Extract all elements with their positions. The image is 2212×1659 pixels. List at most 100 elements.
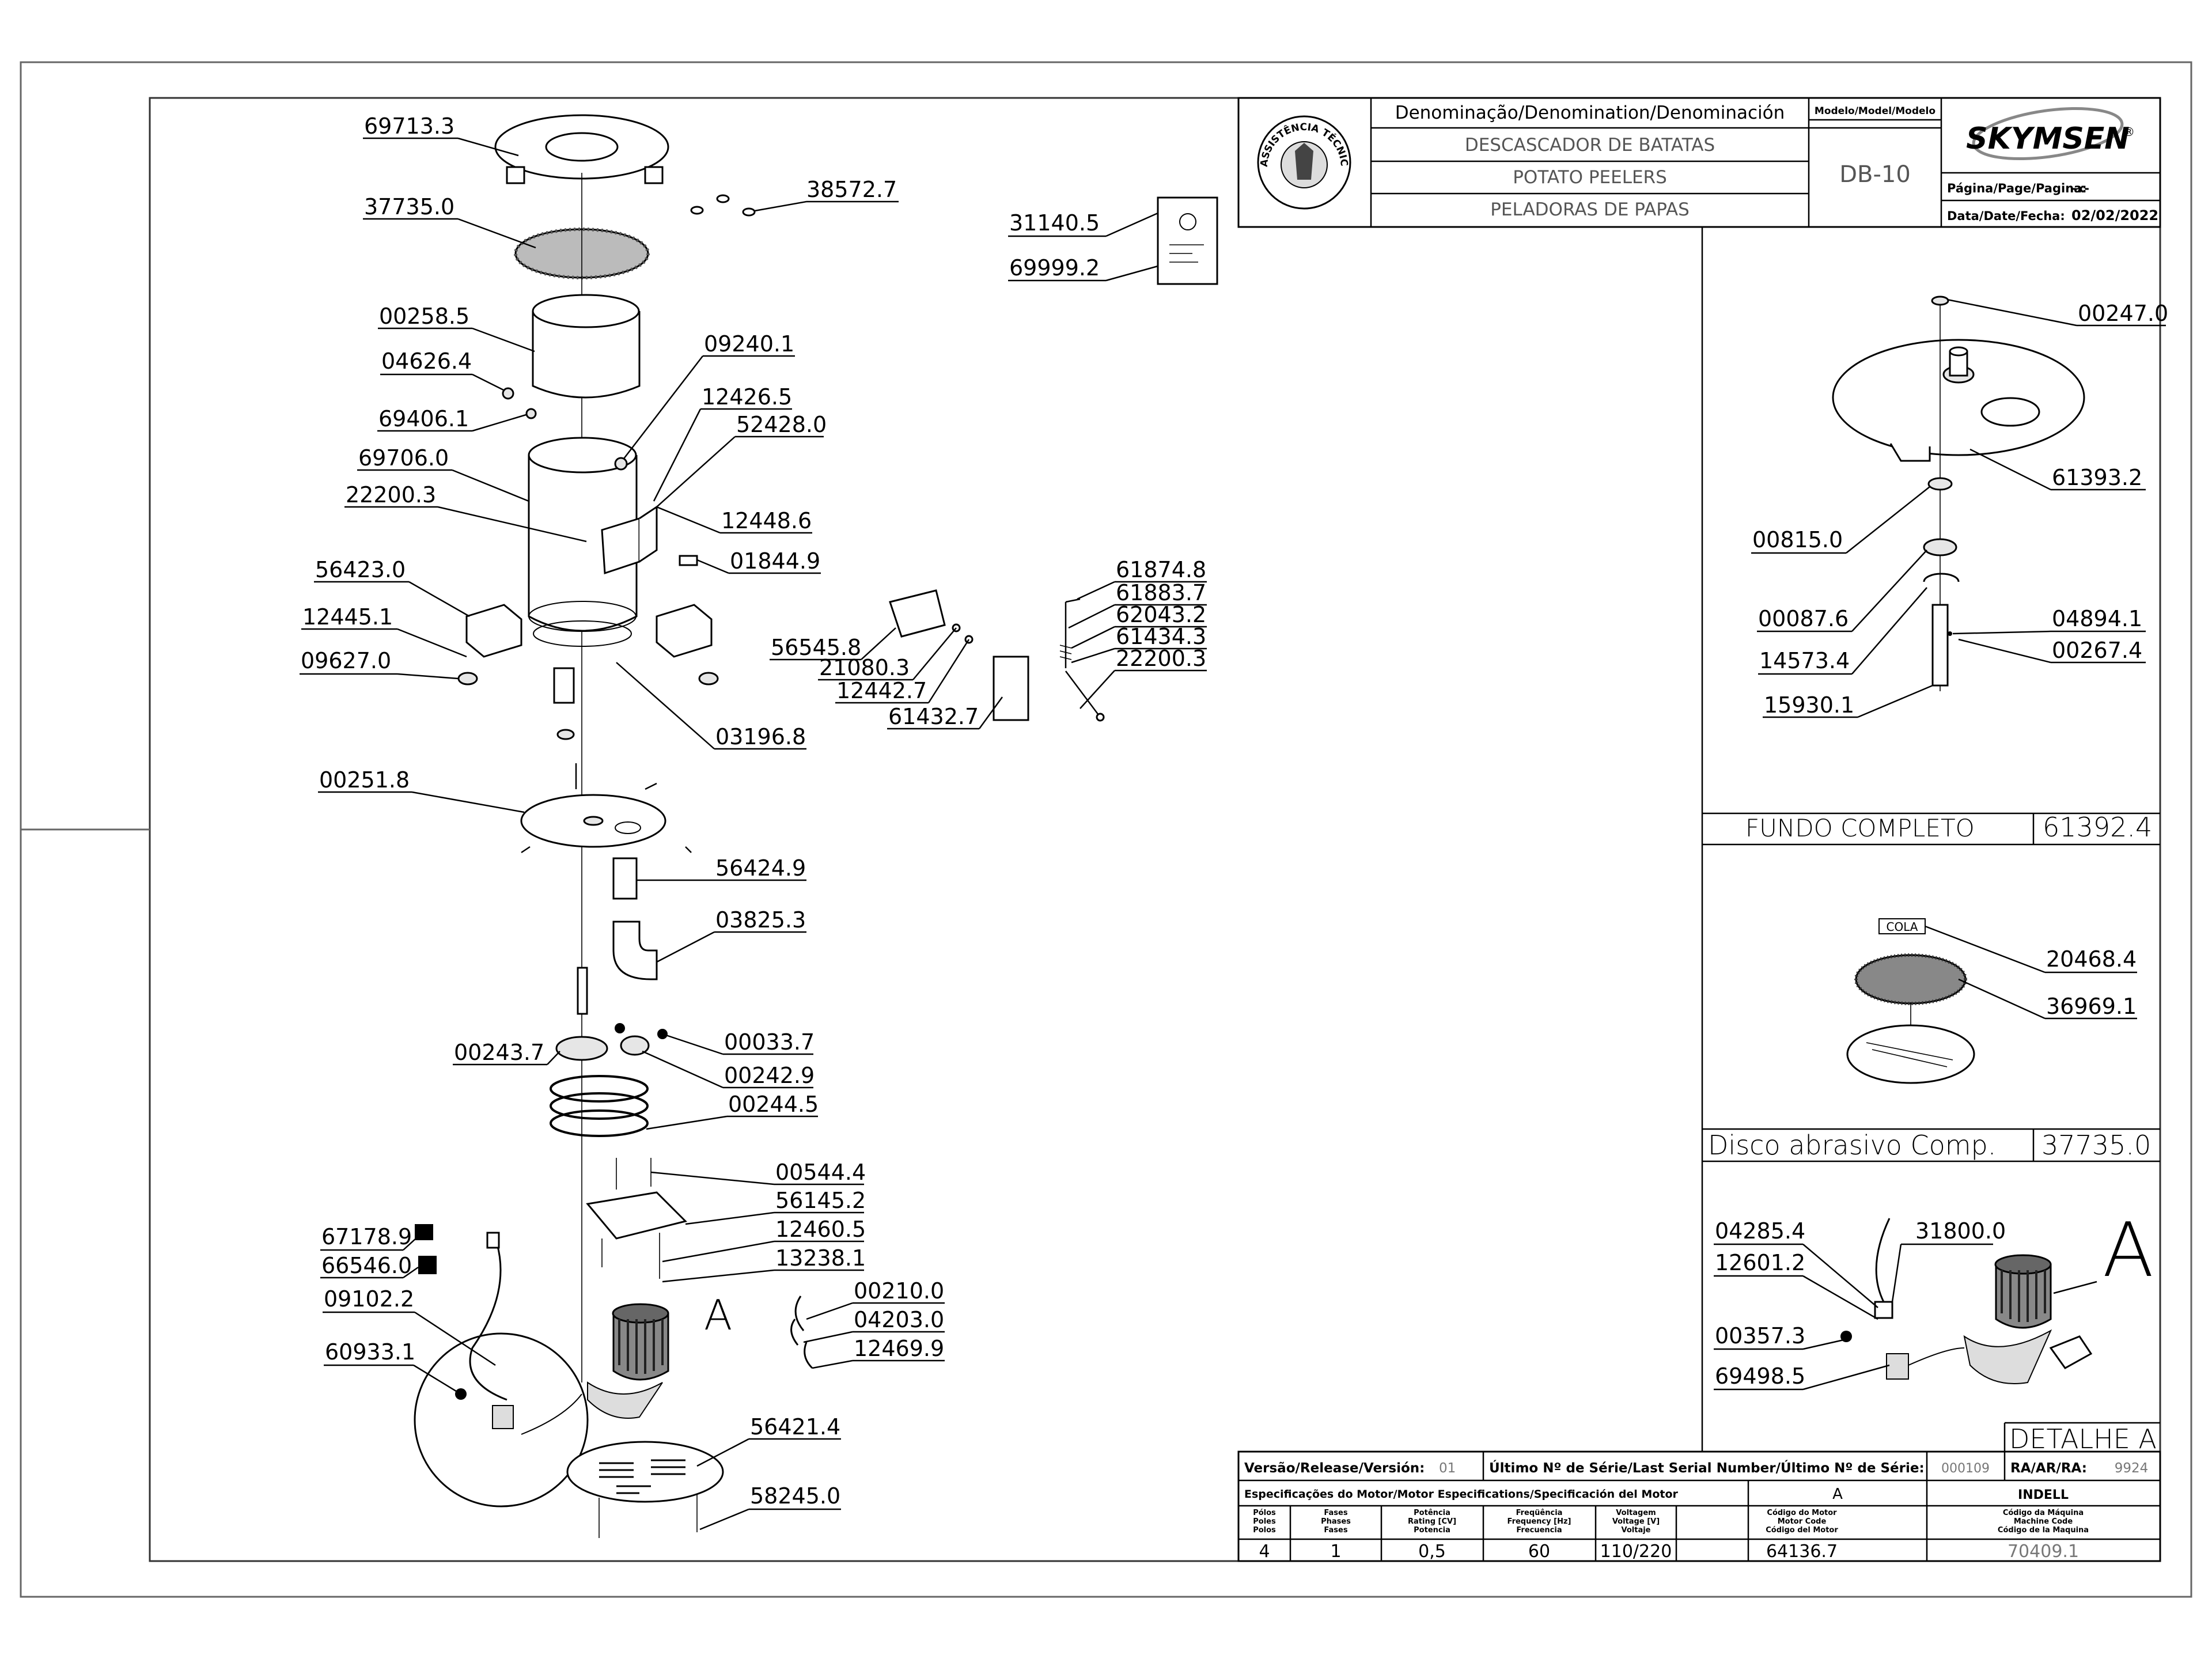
col-poles-3: Polos bbox=[1253, 1526, 1276, 1535]
part-label: 00243.7 bbox=[454, 1040, 544, 1065]
name-pt: DESCASCADOR DE BATATAS bbox=[1465, 135, 1715, 156]
part-label: 21080.3 bbox=[819, 655, 910, 680]
col-freq-3: Frecuencia bbox=[1516, 1526, 1562, 1535]
col-freq-2: Frequency [Hz] bbox=[1508, 1517, 1571, 1526]
part-label: 69999.2 bbox=[1009, 255, 1100, 281]
detail-a-letter: A bbox=[2103, 1206, 2154, 1294]
model-value: DB-10 bbox=[1839, 161, 1911, 188]
part-label: 67178.9 bbox=[321, 1224, 412, 1249]
page-value: -x- bbox=[2071, 181, 2089, 195]
part-label: 09627.0 bbox=[301, 648, 391, 673]
col-machine-code-1: Código da Máquina bbox=[2003, 1509, 2084, 1517]
part-label: 56545.8 bbox=[771, 635, 861, 660]
part-label: 00087.6 bbox=[1758, 606, 1849, 631]
part-label: 52428.0 bbox=[736, 412, 827, 437]
part-label: 31140.5 bbox=[1009, 210, 1100, 236]
col-motor-code-3: Código del Motor bbox=[1766, 1526, 1838, 1535]
caption-disc: Disco abrasivo Comp. bbox=[1708, 1130, 1996, 1161]
part-label: 36969.1 bbox=[2046, 994, 2137, 1019]
part-label: 14573.4 bbox=[1759, 648, 1850, 673]
part-label: 61432.7 bbox=[888, 704, 979, 729]
part-label: 12601.2 bbox=[1715, 1250, 1805, 1275]
part-label: 12445.1 bbox=[302, 604, 393, 630]
part-label: 12442.7 bbox=[836, 678, 927, 703]
serial-value: 000109 bbox=[1941, 1461, 1990, 1476]
version-label: Versão/Release/Versión: bbox=[1244, 1461, 1425, 1476]
part-label: 00247.0 bbox=[2078, 301, 2168, 326]
part-label: 00815.0 bbox=[1752, 527, 1843, 552]
part-label: 15930.1 bbox=[1764, 692, 1854, 718]
motor-ref-letter: A bbox=[704, 1291, 732, 1339]
part-label: 61393.2 bbox=[2052, 465, 2142, 490]
exploded-drawing: A bbox=[414, 114, 1218, 1538]
col-power-3: Potencia bbox=[1414, 1526, 1450, 1535]
part-label: 12448.6 bbox=[721, 508, 812, 533]
detail-bottom-assembly: 00247.0 61393.2 00815.0 00087.6 04894.1 … bbox=[1745, 296, 2168, 843]
date-value: 02/02/2022 bbox=[2071, 207, 2158, 224]
part-label: 22200.3 bbox=[1116, 646, 1206, 671]
page-label: Página/Page/Pagina: bbox=[1947, 181, 2087, 195]
col-phases-1: Fases bbox=[1324, 1509, 1347, 1517]
model-header: Modelo/Model/Modelo bbox=[1815, 105, 1936, 117]
motor bbox=[587, 1303, 669, 1419]
part-label: 04203.0 bbox=[854, 1307, 944, 1332]
col-power-1: Potência bbox=[1414, 1509, 1450, 1517]
caption-bottom-code: 61392.4 bbox=[2043, 812, 2152, 843]
part-label: 04626.4 bbox=[381, 349, 472, 374]
part-label: 69498.5 bbox=[1715, 1363, 1805, 1389]
part-label: 62043.2 bbox=[1116, 602, 1206, 627]
version-value: 01 bbox=[1439, 1461, 1456, 1476]
part-label: 60933.1 bbox=[325, 1339, 415, 1365]
voltage-value: 110/220 bbox=[1600, 1541, 1672, 1562]
svg-text:ASSISTÊNCIA TÉCNICA AUTORIZADA: ASSISTÊNCIA TÉCNICA AUTORIZADA bbox=[0, 0, 1350, 168]
brand-mark: ® bbox=[2123, 125, 2135, 139]
authorized-service-seal: ASSISTÊNCIA TÉCNICA AUTORIZADA bbox=[0, 0, 1351, 210]
seal-text: ASSISTÊNCIA TÉCNICA AUTORIZADA bbox=[0, 0, 1350, 168]
part-label: 00033.7 bbox=[724, 1029, 815, 1055]
title-block: ASSISTÊNCIA TÉCNICA AUTORIZADA Denominaç… bbox=[0, 0, 2161, 228]
part-label: 12469.9 bbox=[854, 1336, 944, 1361]
serial-label: Último Nº de Série/Last Serial Number/Úl… bbox=[1489, 1460, 1925, 1476]
brand-logo: SKYMSEN ® bbox=[1966, 107, 2135, 161]
part-label: 03196.8 bbox=[715, 724, 806, 749]
part-label: 61874.8 bbox=[1116, 557, 1206, 582]
part-label: 66546.0 bbox=[321, 1253, 412, 1278]
col-freq-1: Freqüência bbox=[1516, 1509, 1563, 1517]
motor-spec-col: A bbox=[1832, 1486, 1843, 1503]
col-voltage-1: Voltagem bbox=[1616, 1509, 1656, 1517]
detail-abrasive-disc: COLA 20468.4 36969.1 Disco abrasivo Comp… bbox=[1708, 918, 2151, 1161]
col-poles-2: Poles bbox=[1253, 1517, 1276, 1526]
part-label: 61434.3 bbox=[1116, 624, 1206, 649]
part-label: 13238.1 bbox=[775, 1245, 866, 1271]
part-label: 00251.8 bbox=[319, 767, 410, 793]
part-label: 61883.7 bbox=[1116, 580, 1206, 605]
name-en: POTATO PEELERS bbox=[1513, 167, 1667, 188]
main-part-labels: 69713.3 38572.7 37735.0 31140.5 69999.2 … bbox=[300, 113, 1207, 1531]
part-label: 56145.2 bbox=[775, 1188, 866, 1213]
part-label: 69713.3 bbox=[364, 113, 454, 139]
caption-disc-code: 37735.0 bbox=[2041, 1130, 2151, 1161]
motor-code-value: 64136.7 bbox=[1766, 1541, 1838, 1562]
col-poles-1: Pólos bbox=[1253, 1509, 1276, 1517]
part-label: 00242.9 bbox=[724, 1063, 815, 1088]
part-label: 00244.5 bbox=[728, 1092, 819, 1117]
glue-label: COLA bbox=[1887, 920, 1918, 934]
caption-bottom: FUNDO COMPLETO bbox=[1745, 814, 1975, 842]
poles-value: 4 bbox=[1259, 1541, 1270, 1562]
part-label: 56423.0 bbox=[315, 557, 406, 582]
phases-value: 1 bbox=[1330, 1541, 1341, 1562]
power-value: 0,5 bbox=[1418, 1541, 1446, 1562]
part-label: 00258.5 bbox=[379, 304, 469, 329]
part-label: 00267.4 bbox=[2052, 638, 2142, 663]
part-label: 31800.0 bbox=[1915, 1218, 2006, 1244]
indell: INDELL bbox=[2018, 1488, 2069, 1502]
part-label: 00544.4 bbox=[775, 1160, 866, 1185]
ra-value: 9924 bbox=[2115, 1461, 2149, 1476]
name-es: PELADORAS DE PAPAS bbox=[1490, 199, 1690, 220]
col-machine-code-2: Machine Code bbox=[2014, 1517, 2073, 1526]
part-label: 12426.5 bbox=[702, 384, 792, 410]
col-motor-code-1: Código do Motor bbox=[1767, 1509, 1837, 1517]
part-label: 12460.5 bbox=[775, 1217, 866, 1242]
col-voltage-3: Voltaje bbox=[1622, 1526, 1651, 1535]
